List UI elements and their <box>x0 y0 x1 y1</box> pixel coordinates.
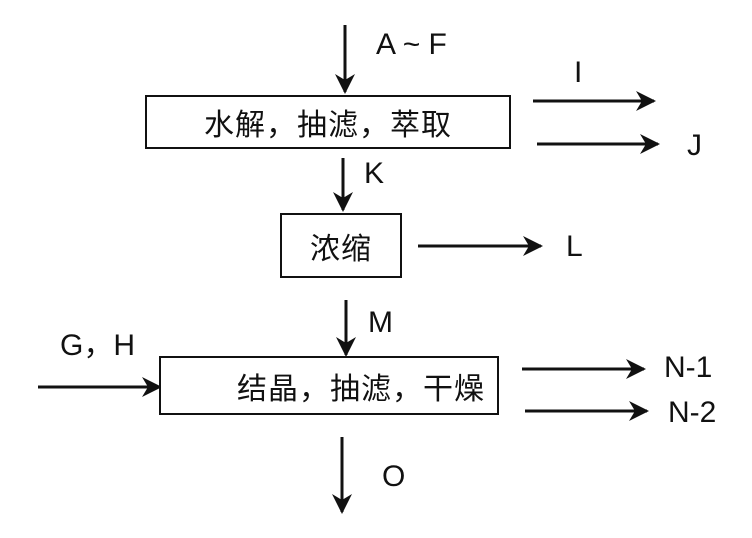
output-label-o: O <box>382 460 406 493</box>
output-label-i: I <box>574 56 583 89</box>
edge-label-m: M <box>368 306 393 339</box>
process-label: 水解，抽滤，萃取 <box>204 108 452 143</box>
process-label: 浓缩 <box>310 231 372 267</box>
input-label-g-h: G，H <box>60 329 135 362</box>
process-box-crystallization-filtration-drying: 结晶，抽滤，干燥 <box>159 356 499 415</box>
output-label-l: L <box>566 230 583 263</box>
process-label: 结晶，抽滤，干燥 <box>237 371 485 407</box>
output-label-j: J <box>687 129 702 162</box>
process-box-concentration: 浓缩 <box>280 213 402 278</box>
process-box-hydrolysis-filtration-extraction: 水解，抽滤，萃取 <box>145 95 511 149</box>
input-label-a-f: A ~ F <box>376 28 447 61</box>
output-label-n1: N-1 <box>664 351 713 384</box>
edge-label-k: K <box>364 157 385 190</box>
output-label-n2: N-2 <box>668 396 717 429</box>
